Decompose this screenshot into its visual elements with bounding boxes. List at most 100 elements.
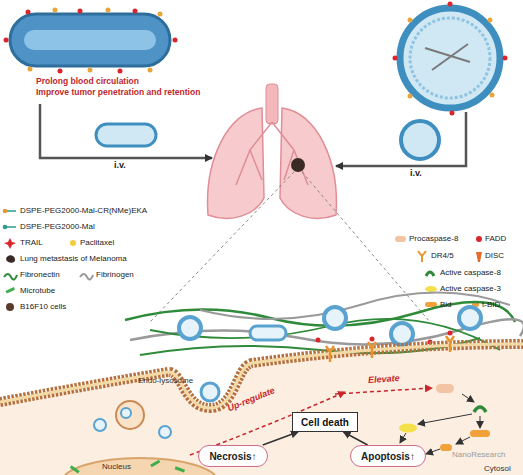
annotation-text: i.v. [114, 160, 126, 171]
node-text: Apoptosis↑ [361, 451, 415, 462]
elevate-arrow [335, 388, 432, 394]
node-text: Necrosis↑ [209, 451, 256, 462]
legend-text: Active caspase-8 [440, 268, 501, 278]
microtube [175, 466, 185, 472]
small-liposome [401, 121, 439, 159]
annotation-text: Elevate [368, 373, 400, 386]
connector-arrow [263, 432, 298, 445]
t-bid [440, 444, 452, 451]
cascade-arrow [480, 416, 481, 428]
legend-icon [3, 225, 8, 230]
zoom-line [302, 172, 430, 322]
trail-dot [450, 111, 455, 116]
cascade-arrow [426, 449, 440, 454]
legend-text: Fibrinogen [96, 270, 134, 280]
ligand-dot [158, 12, 163, 17]
annotation-text: Endo-lysosome [138, 376, 193, 386]
trachea [266, 84, 278, 124]
trail-dot [133, 9, 138, 14]
bid [470, 430, 490, 437]
legend-icon [6, 255, 15, 263]
endo-lysosome [116, 401, 144, 429]
trail-dot [370, 337, 375, 342]
lipid-bilayer [410, 18, 490, 98]
legend-icon [426, 272, 434, 276]
trail-dot [503, 56, 508, 61]
spherical-liposome [400, 8, 500, 108]
ligand-dot [106, 8, 111, 13]
legend-icon [476, 252, 482, 262]
legend-icon [418, 251, 426, 262]
ligand-dot [28, 67, 33, 72]
endocytosed-liposome [201, 383, 219, 401]
ligand-dot [490, 93, 495, 98]
trail-dot [448, 2, 453, 7]
legend-text: Fibronectin [20, 270, 60, 280]
annotation-text: Improve tumor penetration and retention [36, 87, 200, 97]
process-box: Apoptosis↑ [350, 445, 426, 467]
legend-icon [425, 302, 437, 307]
outcome-box: Cell death [292, 412, 358, 432]
bronchi [236, 122, 308, 185]
annotation-text: i.v. [410, 168, 422, 179]
legend-text: Procaspase-8 [409, 234, 458, 244]
ligand-dot [88, 68, 93, 73]
legend-text: Lung metastasis of Melanoma [20, 254, 127, 264]
legend-text: DISC [485, 251, 504, 261]
legend-icon [3, 209, 8, 214]
legend-text: Active caspase-3 [440, 284, 501, 294]
process-box: Necrosis↑ [198, 445, 268, 467]
annotation-text: Nucleus [102, 462, 131, 472]
ligand-dot [148, 68, 153, 73]
ligand-dot [488, 18, 493, 23]
legend-icon [4, 238, 16, 249]
metastasis-nodule [291, 158, 305, 172]
legend-icon [6, 303, 14, 311]
legend-text: DSPE-PEG2000-Mal-CR(NMe)EKA [20, 206, 147, 216]
trail-dot [173, 38, 178, 43]
ligand-dot [408, 18, 413, 23]
microtube [150, 460, 160, 468]
death-receptor [326, 346, 334, 362]
ligand-dot [53, 8, 58, 13]
legend-icon [70, 240, 76, 246]
iv-arrow [40, 104, 212, 158]
liposome [179, 317, 201, 339]
legend-text: B16F10 cells [20, 302, 66, 312]
active-caspase-3 [399, 424, 417, 433]
death-receptor [446, 336, 454, 352]
paclitaxel-crystal [432, 44, 468, 70]
liposome [159, 426, 171, 438]
annotation-text: NanoResearch [452, 450, 505, 460]
trail-dot [316, 338, 321, 343]
liposome [94, 419, 106, 431]
legend-icon [6, 210, 16, 212]
node-text: Cell death [301, 417, 349, 428]
legend-text: t-BID [482, 300, 500, 310]
legend-text: Paclitaxel [80, 238, 114, 248]
nucleus [62, 458, 218, 475]
legend-text: DR4/5 [431, 251, 454, 261]
trail-dot [58, 69, 63, 74]
small-rod [96, 124, 156, 146]
trail-dot [78, 9, 83, 14]
legend-icon [80, 274, 93, 280]
rod-liposome [250, 326, 286, 340]
legend-icon [476, 236, 482, 242]
legend-icon [395, 236, 406, 242]
trail-dot [448, 331, 453, 336]
cascade-arrow [456, 437, 470, 444]
active-caspase-8 [474, 407, 486, 412]
trail-dot [4, 38, 9, 43]
annotation-text: Prolong blood circulation [36, 76, 139, 86]
trail-dot [393, 56, 398, 61]
microtube [70, 465, 80, 473]
rod-nanoparticle [10, 14, 170, 66]
legend-text: TRAIL [20, 238, 43, 248]
liposome [121, 408, 131, 418]
liposome [391, 323, 413, 345]
legend-text: Bid [440, 300, 452, 310]
right-lung [280, 108, 336, 218]
cytoplasm [0, 344, 523, 475]
